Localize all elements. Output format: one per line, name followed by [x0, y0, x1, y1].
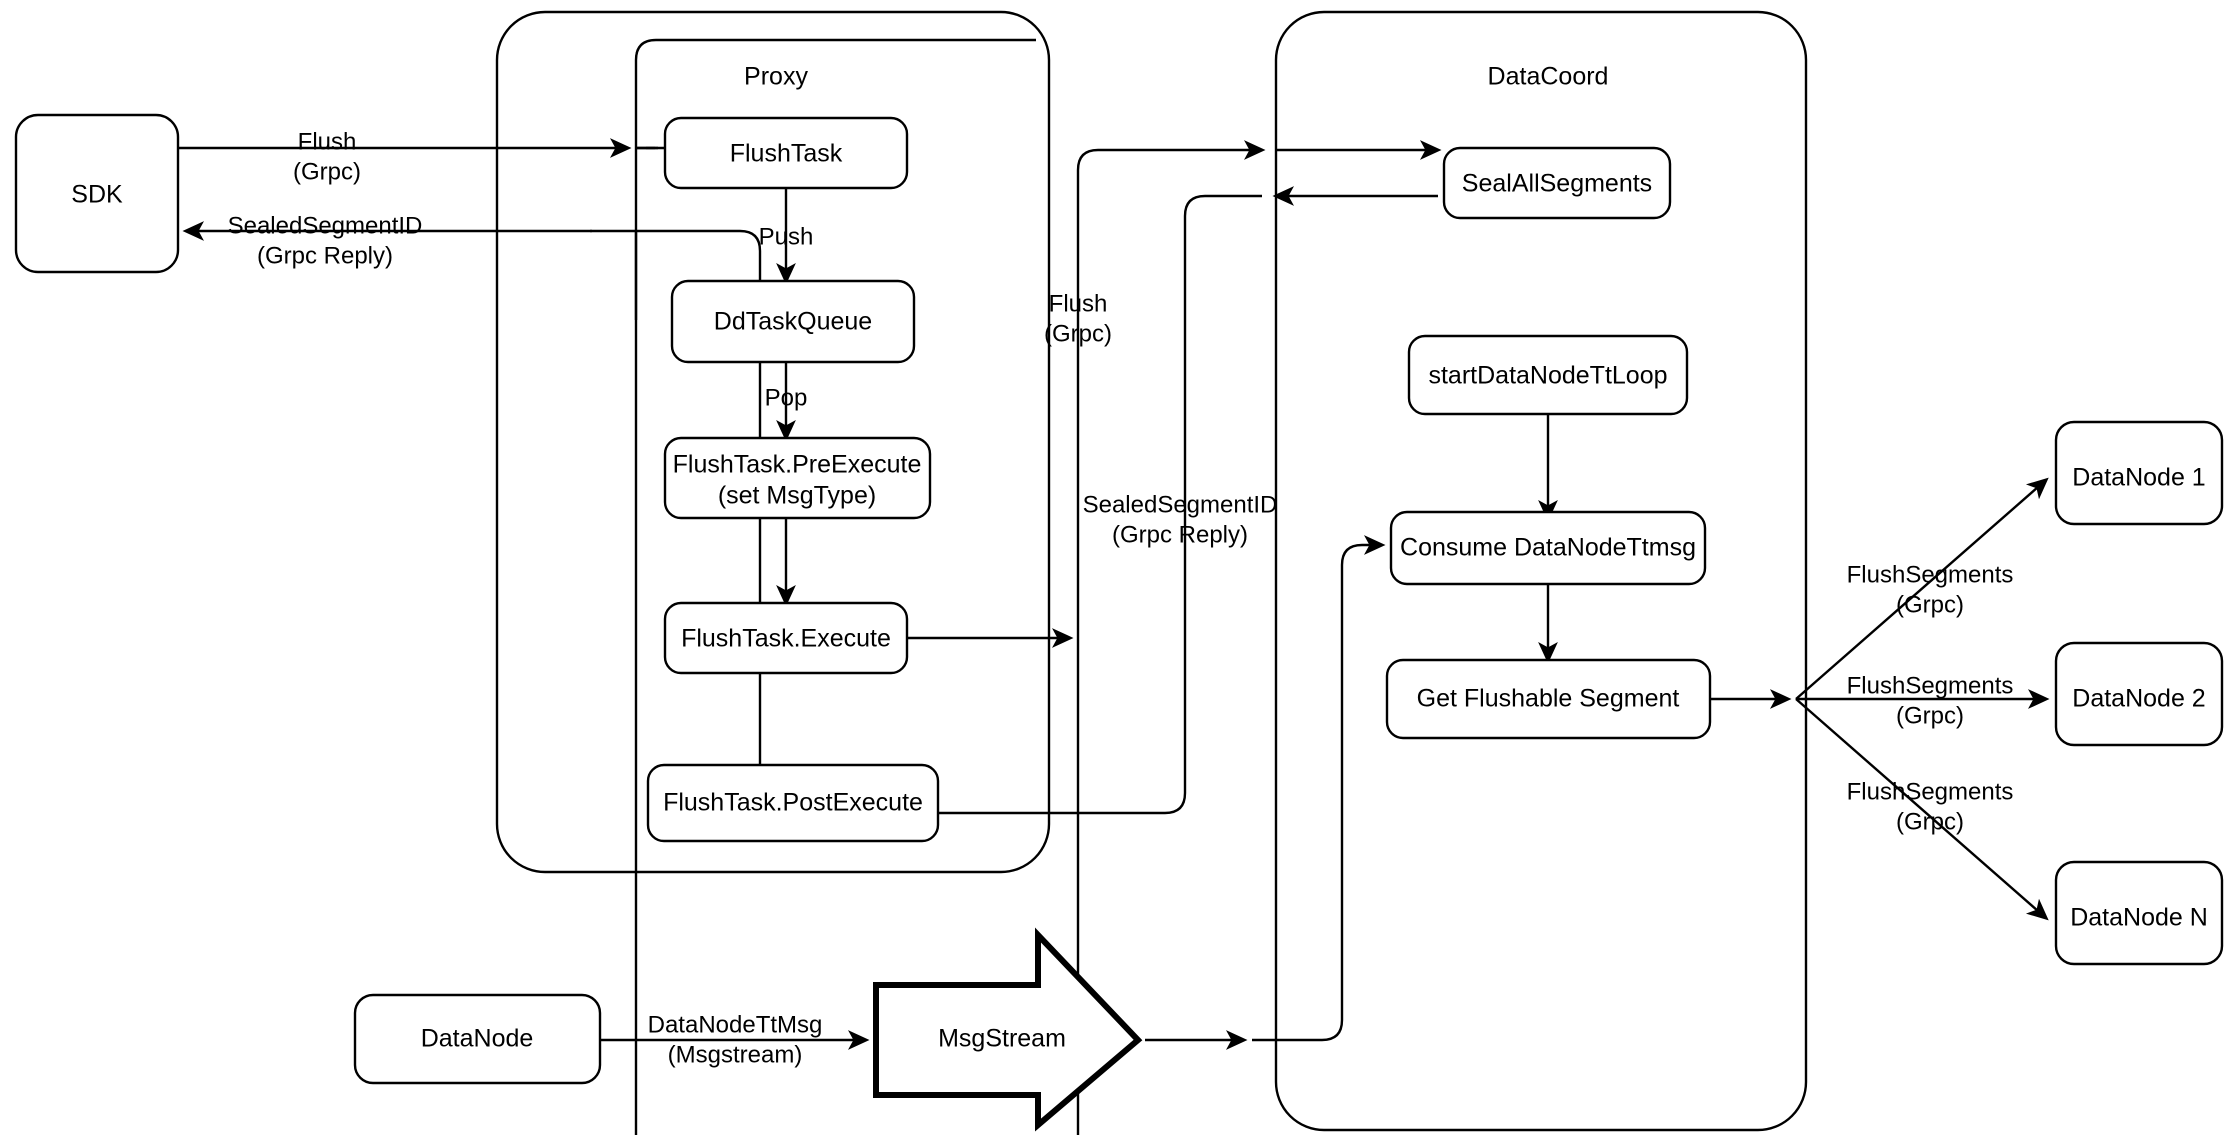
edge-datacoord-to-proxy-sealed	[672, 194, 1262, 823]
datacoord-container	[1274, 10, 1808, 1132]
node-preexecute[interactable]: FlushTask.PreExecute (set MsgType)	[663, 436, 932, 520]
preexecute-label-line1: FlushTask.PreExecute	[673, 451, 922, 479]
sealallsegments-label: SealAllSegments	[1462, 170, 1652, 198]
execute-label: FlushTask.Execute	[681, 625, 891, 653]
label-flushsegments-nb: (Grpc)	[1896, 808, 1964, 835]
label-datanode-ttmsg-1: DataNodeTtMsg	[648, 1011, 823, 1038]
label-flushsegments-1a: FlushSegments	[1847, 561, 2014, 588]
node-flushtask[interactable]: FlushTask	[663, 116, 909, 190]
label-datanode-ttmsg-2: (Msgstream)	[668, 1041, 803, 1068]
get-flushable-segment-label: Get Flushable Segment	[1417, 685, 1680, 713]
node-startdatanodettloop[interactable]: startDataNodeTtLoop	[1407, 334, 1689, 416]
sealallsegments-box[interactable]	[1442, 146, 1672, 220]
label-flush-grpc-1: Flush	[298, 128, 357, 155]
flushtask-box[interactable]	[663, 116, 909, 190]
label-flushsegments-2a: FlushSegments	[1847, 672, 2014, 699]
node-datanode-n[interactable]: DataNode N	[2054, 860, 2224, 966]
label-flush-mid-1: Flush	[1049, 290, 1108, 317]
label-flush-grpc-2: (Grpc)	[293, 158, 361, 185]
datanode-1-label: DataNode 1	[2072, 464, 2205, 492]
msgstream-arrow-shape[interactable]	[873, 927, 1143, 1132]
proxy-container	[495, 10, 1051, 874]
postexecute-box[interactable]	[646, 763, 940, 843]
rail-flush-top	[634, 38, 1036, 148]
group-proxy: Proxy	[495, 10, 1051, 874]
datanode-bottom-box[interactable]	[353, 993, 602, 1085]
flushtask-label: FlushTask	[730, 140, 843, 168]
get-flushable-segment-box[interactable]	[1385, 658, 1712, 740]
msgstream-label: MsgStream	[938, 1025, 1066, 1053]
group-datacoord: DataCoord	[1274, 10, 1808, 1132]
node-sealallsegments[interactable]: SealAllSegments	[1442, 146, 1672, 220]
node-ddtaskqueue[interactable]: DdTaskQueue	[670, 279, 916, 364]
label-sealed-id-1: SealedSegmentID	[228, 212, 423, 239]
label-pop: Pop	[765, 384, 808, 411]
node-sdk[interactable]: SDK	[14, 113, 180, 274]
node-postexecute[interactable]: FlushTask.PostExecute	[646, 763, 940, 843]
label-flushsegments-2b: (Grpc)	[1896, 702, 1964, 729]
sdk-label: SDK	[71, 181, 123, 209]
preexecute-label-line2: (set MsgType)	[718, 482, 876, 510]
ddtaskqueue-label: DdTaskQueue	[714, 308, 872, 336]
preexecute-box[interactable]	[663, 436, 932, 520]
node-msgstream[interactable]: MsgStream	[873, 927, 1143, 1132]
node-get-flushable-segment[interactable]: Get Flushable Segment	[1385, 658, 1712, 740]
edge-junction-to-datanode1	[1795, 477, 2049, 700]
datanode-1-box[interactable]	[2054, 420, 2224, 526]
node-datanode-2[interactable]: DataNode 2	[2054, 641, 2224, 747]
label-push: Push	[759, 223, 814, 250]
node-datanode-bottom[interactable]: DataNode	[353, 993, 602, 1085]
execute-box[interactable]	[663, 601, 909, 675]
proxy-title: Proxy	[744, 63, 808, 91]
edge-rail-to-consume	[1252, 535, 1386, 1042]
edge-junction-to-datanoden	[1795, 698, 2049, 921]
node-consume-datanodettmsg[interactable]: Consume DataNodeTtmsg	[1389, 510, 1707, 586]
sdk-box[interactable]	[14, 113, 180, 274]
consume-datanodettmsg-label: Consume DataNodeTtmsg	[1400, 534, 1696, 562]
label-flush-mid-2: (Grpc)	[1044, 320, 1112, 347]
datanode-2-label: DataNode 2	[2072, 685, 2205, 713]
startdatanodettloop-box[interactable]	[1407, 334, 1689, 416]
datanode-2-box[interactable]	[2054, 641, 2224, 747]
edge-proxy-to-datacoord-flush	[1076, 140, 1266, 638]
node-datanode-1[interactable]: DataNode 1	[2054, 420, 2224, 526]
postexecute-label: FlushTask.PostExecute	[663, 789, 923, 817]
label-sealed-mid-1: SealedSegmentID	[1083, 491, 1278, 518]
startdatanodettloop-label: startDataNodeTtLoop	[1428, 362, 1667, 390]
label-sealed-id-2: (Grpc Reply)	[257, 242, 393, 269]
consume-datanodettmsg-box[interactable]	[1389, 510, 1707, 586]
label-sealed-mid-2: (Grpc Reply)	[1112, 521, 1248, 548]
datanode-bottom-label: DataNode	[421, 1025, 534, 1053]
node-execute[interactable]: FlushTask.Execute	[663, 601, 909, 675]
datacoord-title: DataCoord	[1488, 63, 1609, 91]
ddtaskqueue-box[interactable]	[670, 279, 916, 364]
label-flushsegments-1b: (Grpc)	[1896, 591, 1964, 618]
datanode-n-label: DataNode N	[2070, 904, 2208, 932]
label-flushsegments-na: FlushSegments	[1847, 778, 2014, 805]
datanode-n-box[interactable]	[2054, 860, 2224, 966]
